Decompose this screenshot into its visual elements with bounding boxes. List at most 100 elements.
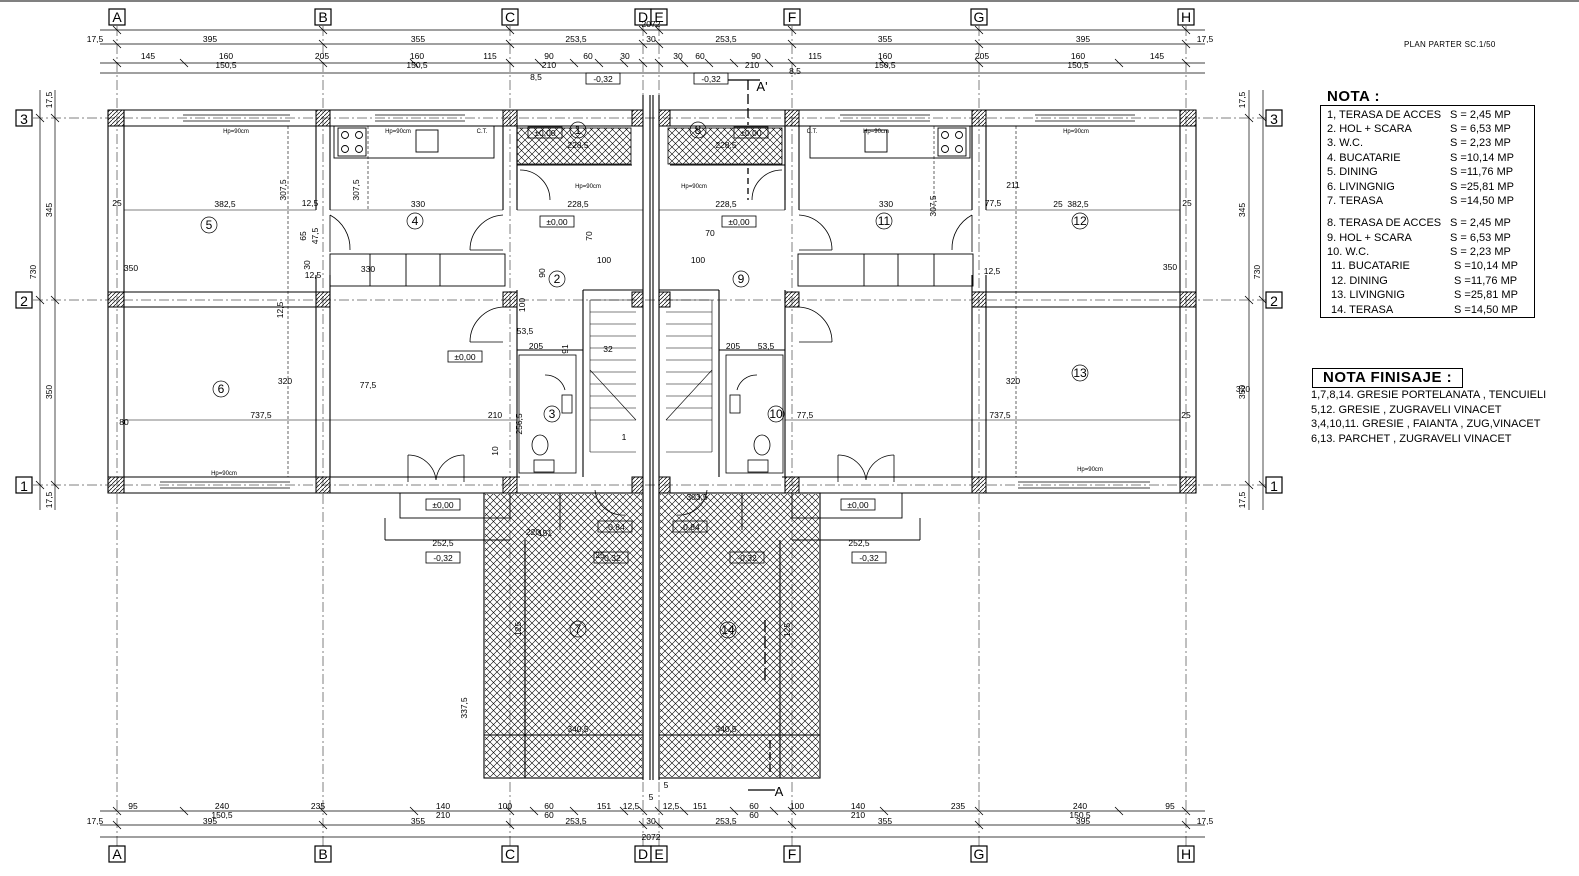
nota-item-area: S =25,81 MP <box>1454 289 1518 301</box>
level-value: ±0,00 <box>546 217 567 227</box>
dim-misc: 90 <box>537 268 547 278</box>
dim-misc-475: 12,5 <box>984 266 1001 276</box>
dim-bottom-row2: 151 <box>693 801 707 811</box>
room-number-4: 4 <box>406 212 424 230</box>
axis-bubble-c: C <box>501 845 519 863</box>
axis-label: D <box>638 9 648 25</box>
level-mark-hall-9: ±0,00 <box>721 215 757 228</box>
dim-misc: 30 <box>302 260 312 270</box>
dim-room-r5_w: 382,5 <box>214 199 236 209</box>
dim-top-row2: 60 <box>695 51 705 61</box>
room-number: 5 <box>206 218 213 232</box>
axis-label: A <box>112 9 122 25</box>
dim-room-living-right: 737,5 <box>989 410 1011 420</box>
nota-item-name: 2. HOL + SCARA <box>1327 123 1412 135</box>
nota-item: 10. W.C.S = 2,23 MP <box>1327 246 1511 258</box>
dim-misc: 12,5 <box>275 301 285 318</box>
room-number-11: 11 <box>875 212 893 230</box>
axis-label: 2 <box>20 293 28 309</box>
dim-room-stair_w: 100 <box>691 255 705 265</box>
dim-top-row2: 150,5 <box>874 60 896 70</box>
axis-bubble-3: 3 <box>1265 109 1283 127</box>
dim-misc: 70 <box>584 231 594 241</box>
level-mark-entry-left: -0,84 <box>597 520 633 533</box>
window-label: Hp=90cm <box>1063 129 1089 135</box>
nota-item: 3. W.C.S = 2,23 MP <box>1327 137 1511 149</box>
room-number: 9 <box>738 272 745 286</box>
dim-misc: 53,5 <box>517 326 534 336</box>
axis-label: 2 <box>1270 293 1278 309</box>
section-label-bottom: A <box>775 784 784 799</box>
dim-top-row2: 160 <box>219 51 233 61</box>
room-number-1: 1 <box>569 121 587 139</box>
dim-bottom-row1: 395 <box>1076 816 1090 826</box>
dim-bottom-row2: 140 <box>436 801 450 811</box>
axis-label: E <box>654 846 663 862</box>
dim-bottom-row2: 60 <box>749 801 759 811</box>
room-number: 13 <box>1073 366 1087 380</box>
dim-misc: 91 <box>560 344 570 354</box>
room-number-6: 6 <box>212 380 230 398</box>
dim-left: 350 <box>44 385 54 399</box>
level-mark-terrace-8: ±0,00 <box>733 126 769 139</box>
window-label: Hp=90cm <box>1077 467 1103 473</box>
level-mark-entry-right: -0,84 <box>672 520 708 533</box>
dim-misc: 220 <box>526 527 540 537</box>
dim-bottom-row1: 17,5 <box>1197 816 1214 826</box>
axis-label: F <box>788 9 797 25</box>
dim-top-row2: 150,5 <box>406 60 428 70</box>
axis-bubble-2: 2 <box>1265 291 1283 309</box>
dim-bottom-row1: 30 <box>646 816 656 826</box>
dim-total-bottom: 2072 <box>642 832 661 842</box>
dim-room-r11_w: 330 <box>879 199 893 209</box>
dim-room-r12_w: 382,5 <box>1067 199 1089 209</box>
level-value: ±0,00 <box>454 352 475 362</box>
dim-top-row2: 115 <box>808 51 822 61</box>
dim-top-row2: 205 <box>975 51 989 61</box>
level-value: -0,32 <box>737 553 757 563</box>
axis-label: G <box>974 846 985 862</box>
dim-misc-30: 350 <box>1163 262 1177 272</box>
dim-right: 17,5 <box>1237 491 1247 508</box>
dim-top-row2: 145 <box>141 51 155 61</box>
axis-label: A <box>112 846 122 862</box>
dim-top-row1: 395 <box>1076 34 1090 44</box>
nota-item-name: 13. LIVINGNIG <box>1331 289 1405 301</box>
level-value: -0,32 <box>701 74 721 84</box>
dim-room-r8_w: 228,5 <box>715 140 737 150</box>
level-mark-top-right: -0,32 <box>693 72 729 85</box>
room-number-5: 5 <box>200 216 218 234</box>
dim-left: 17,5 <box>44 91 54 108</box>
nota-item-name: 9. HOL + SCARA <box>1327 232 1412 244</box>
axis-label: 1 <box>20 478 28 494</box>
level-mark-terrace-1: ±0,00 <box>527 126 563 139</box>
room-number: 3 <box>549 407 556 421</box>
dim-room-r9_w: 228,5 <box>715 199 737 209</box>
nota-item-name: 6. LIVINGNIG <box>1327 181 1395 193</box>
axis-bubble-g: G <box>970 8 988 26</box>
axis-label: D <box>638 846 648 862</box>
axis-bubble-g: G <box>970 845 988 863</box>
dim-misc: 303,5 <box>686 492 708 502</box>
dim-top-row1: 17,5 <box>1197 34 1214 44</box>
dim-top-row1: 355 <box>411 34 425 44</box>
dim-misc: 47,5 <box>310 227 320 244</box>
room-number-12: 12 <box>1071 212 1089 230</box>
dim-top-row2: 150,5 <box>215 60 237 70</box>
dim-misc: 12,5 <box>305 270 322 280</box>
axis-bubble-h: H <box>1177 8 1195 26</box>
finisaje-line: 1,7,8,14. GRESIE PORTELANATA , TENCUIELI <box>1311 389 1547 401</box>
dim-left: 17,5 <box>44 491 54 508</box>
room-number: 2 <box>554 272 561 286</box>
nota-item-name: 12. DINING <box>1331 275 1388 287</box>
axis-label: 3 <box>1270 111 1278 127</box>
dim-bottom-row2: 95 <box>128 801 138 811</box>
dim-top-small: 8,5 <box>530 72 542 82</box>
dim-room-r2_w: 228,5 <box>567 199 589 209</box>
axis-bubble-h: H <box>1177 845 1195 863</box>
nota-item-area: S =14,50 MP <box>1454 304 1518 316</box>
